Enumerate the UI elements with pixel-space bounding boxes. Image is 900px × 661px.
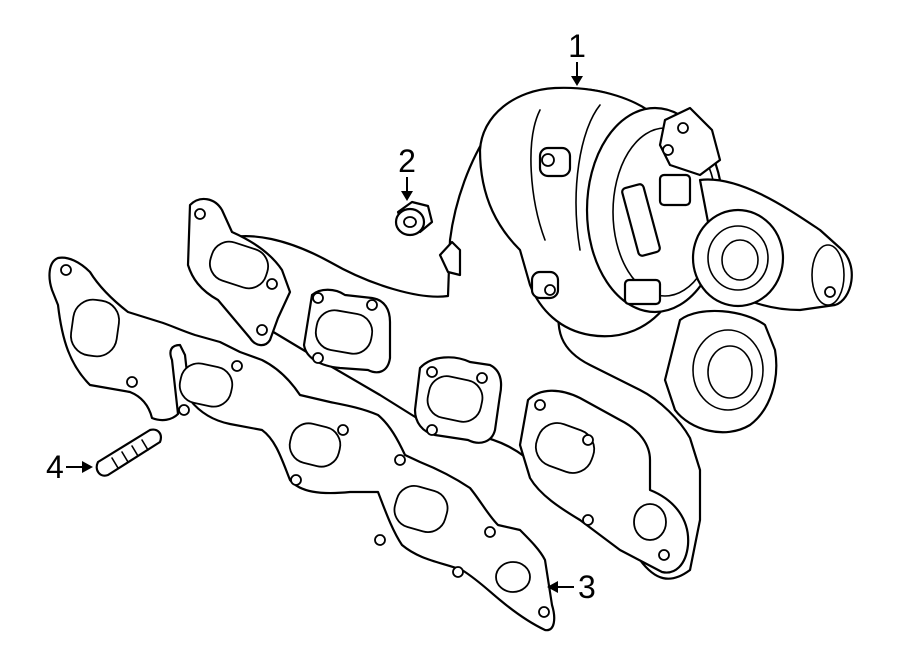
turbocharger-manifold-assembly[interactable] [186,86,853,580]
callout-2-label: 2 [398,143,416,179]
callout-3: 3 [547,569,596,605]
callout-4: 4 [46,449,93,485]
callout-1-label: 1 [568,28,586,64]
flange-nut[interactable] [394,200,434,237]
callout-4-arrow [82,461,93,473]
callout-3-arrow [547,581,558,593]
callout-2-arrow [401,191,413,201]
callout-2: 2 [398,143,416,201]
manifold-gasket[interactable] [48,256,556,632]
callout-3-label: 3 [578,569,596,605]
callout-1-arrow [571,76,583,86]
callout-1: 1 [568,28,586,86]
stud-bolt[interactable] [95,428,162,477]
callout-4-label: 4 [46,449,64,485]
